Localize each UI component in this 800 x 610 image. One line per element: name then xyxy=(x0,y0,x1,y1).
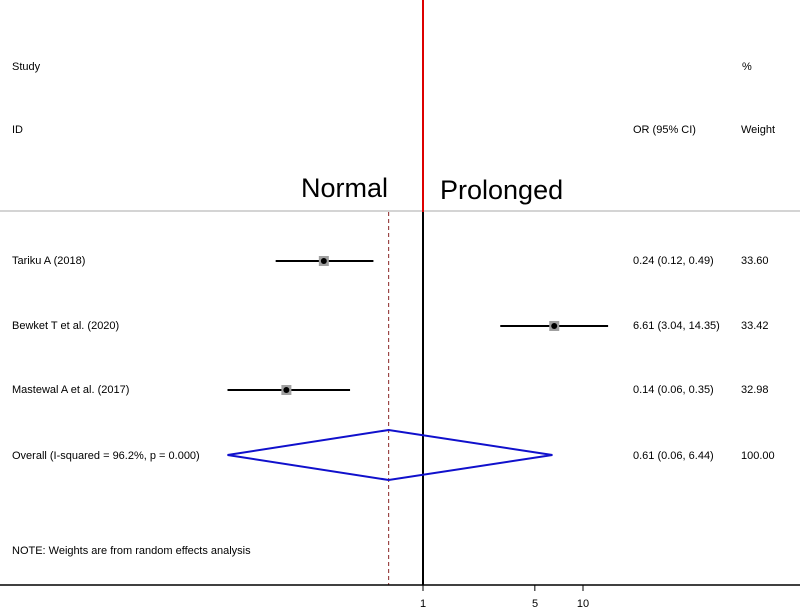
or-ci-header: OR (95% CI) xyxy=(633,124,696,136)
overall-label: Overall (I-squared = 96.2%, p = 0.000) xyxy=(12,450,200,462)
study-label-1: Tariku A (2018) xyxy=(12,255,86,267)
normal-label: Normal xyxy=(301,173,389,203)
study-ci-3: 0.14 (0.06, 0.35) xyxy=(633,384,714,396)
study-weight-2: 33.42 xyxy=(741,320,769,332)
point-estimate-3 xyxy=(283,387,290,393)
study-header: Study xyxy=(12,61,41,73)
x-tick-label-10: 10 xyxy=(576,598,590,610)
study-weight-1: 33.60 xyxy=(741,255,769,267)
x-tick-label-1: 1 xyxy=(419,598,427,610)
overall-weight: 100.00 xyxy=(741,450,775,462)
overall-ci: 0.61 (0.06, 6.44) xyxy=(633,450,714,462)
weight-percent-header: % xyxy=(742,61,752,73)
weights-note: NOTE: Weights are from random effects an… xyxy=(12,545,251,557)
x-tick-label-5: 5 xyxy=(531,598,539,610)
overall-diamond xyxy=(227,428,553,482)
study-label-3: Mastewal A et al. (2017) xyxy=(12,384,130,396)
study-ci-1: 0.24 (0.12, 0.49) xyxy=(633,255,714,267)
id-header: ID xyxy=(12,124,23,136)
point-estimate-2 xyxy=(551,323,558,329)
point-estimate-1 xyxy=(320,258,327,264)
study-weight-3: 32.98 xyxy=(741,384,769,396)
weight-header: Weight xyxy=(741,124,776,136)
prolonged-label: Prolonged xyxy=(440,175,564,205)
study-ci-2: 6.61 (3.04, 14.35) xyxy=(633,320,720,332)
study-label-2: Bewket T et al. (2020) xyxy=(12,320,120,332)
